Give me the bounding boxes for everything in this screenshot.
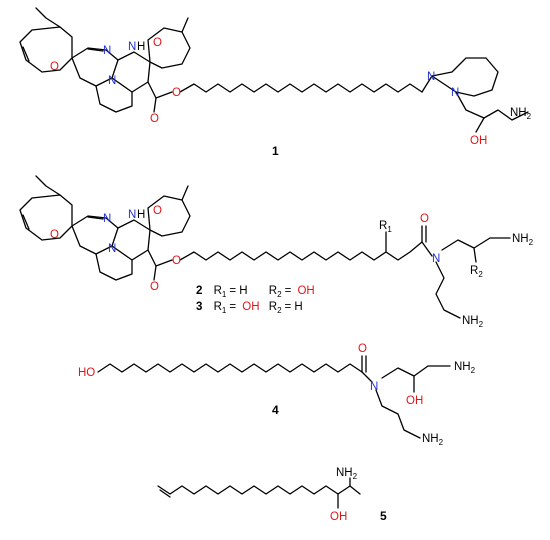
oh-bond-1 [475, 117, 485, 133]
atom-o-amide-4: O [358, 343, 367, 355]
amine-chain-4a [381, 365, 451, 379]
imine-double-bond-2 [87, 216, 104, 220]
aminopropanol-chain-1 [455, 91, 529, 121]
ethyl-chain-2 [35, 175, 61, 196]
methyl-1 [181, 17, 189, 33]
atom-o-oxane-2: O [153, 205, 162, 217]
atom-oh-1: OH [470, 135, 487, 147]
ester-carbonyl-2 [153, 265, 157, 281]
compound-2-3: O N N H O N O O O N R1 R2 NH2 NH2 2 R1= … [19, 175, 534, 329]
ethyl-chain-1 [35, 7, 61, 28]
oxepine-ring-1 [19, 26, 73, 73]
atom-nh2-4a: NH2 [454, 361, 476, 375]
atom-nh-h-1: H [137, 41, 145, 53]
atom-nh2-2b: NH2 [462, 315, 484, 329]
alkyl-chain-5 [157, 485, 361, 495]
core-ring-b-2 [111, 219, 151, 261]
oxane-ring-2 [147, 195, 191, 237]
amide-cn-bond-4 [361, 371, 373, 383]
alkyl-chain-4 [97, 363, 363, 373]
core-ring-b-1 [111, 51, 151, 93]
atom-o-carbonyl-1: O [150, 113, 159, 125]
imine-double-bond-1 [87, 48, 104, 52]
ester-link-2 [147, 249, 173, 267]
atom-nh-n-1: N [128, 41, 136, 53]
label-r2: R2 [470, 265, 483, 279]
core-ring-a-1 [71, 47, 119, 87]
tetrahydropyrimidine-1 [421, 57, 499, 97]
atom-n-amide-2: N [432, 253, 440, 265]
atom-n-amidine-1: N [427, 71, 435, 83]
terminal-alkene-5 [159, 489, 171, 498]
atom-n-imine-2: N [103, 213, 111, 225]
alkyl-chain-2 [179, 241, 423, 261]
ester-link-1 [147, 81, 173, 99]
atom-n-amide-4: N [370, 381, 378, 393]
atom-n-bridge-1: N [108, 75, 116, 87]
r2-bond [473, 247, 477, 263]
atom-nh2-5: NH2 [336, 467, 358, 481]
atom-o-ester-1: O [172, 87, 181, 99]
atom-nh-h-2: H [137, 209, 145, 221]
atom-nh2-2a: NH2 [512, 233, 534, 247]
oxepine-double-bond-1 [22, 46, 30, 62]
oxepine-ring-2 [19, 194, 73, 241]
amide-cn-bond [421, 241, 433, 257]
atom-n-bridge-2: N [108, 243, 116, 255]
aminopropyl-chain-2 [435, 261, 461, 319]
legend-row-3: 3 R1= OH R2= H [196, 301, 303, 315]
atom-nh-n-2: N [128, 209, 136, 221]
ester-carbonyl-1 [153, 97, 157, 113]
atom-n-imine-1: N [103, 45, 111, 57]
pyrrolidine-1 [95, 85, 133, 113]
oxane-ring-1 [147, 27, 191, 69]
pyrrolidine-2 [95, 253, 133, 281]
alkyl-chain-1 [179, 83, 423, 93]
atom-ho-4: HO [78, 367, 95, 379]
label-r1: R1 [379, 220, 392, 234]
atom-o-oxane-1: O [153, 37, 162, 49]
atom-o-ester-2: O [172, 255, 181, 267]
legend-row-2: 2 R1= H R2= OH [196, 285, 315, 299]
compound-5: NH2 OH 5 [157, 467, 387, 523]
compound-number-5: 5 [380, 509, 387, 523]
aminopropyl-chain-4 [375, 389, 421, 439]
atom-o-oxepine-1: O [50, 61, 59, 73]
atom-n-ring-1: N [451, 87, 459, 99]
atom-nh2-1: NH2 [510, 107, 532, 121]
atom-o-carbonyl-2: O [150, 281, 159, 293]
atom-nh2-4b: NH2 [422, 433, 444, 447]
compound-4: HO O N NH2 NH2 OH 4 [78, 343, 476, 447]
core-ring-a-2 [71, 215, 119, 255]
atom-o-amide-2: O [420, 213, 429, 225]
compound-1: O N N H O N O O N N NH2 OH 1 [19, 7, 532, 158]
oxepine-double-bond-2 [22, 214, 30, 230]
atom-oh-5: OH [330, 511, 347, 523]
atom-o-oxepine-2: O [50, 229, 59, 241]
methyl-2 [181, 185, 189, 201]
compound-number-1: 1 [272, 144, 279, 158]
compound-number-4: 4 [272, 403, 279, 417]
amine-chain-a [441, 237, 511, 251]
atom-oh-4: OH [406, 395, 423, 407]
